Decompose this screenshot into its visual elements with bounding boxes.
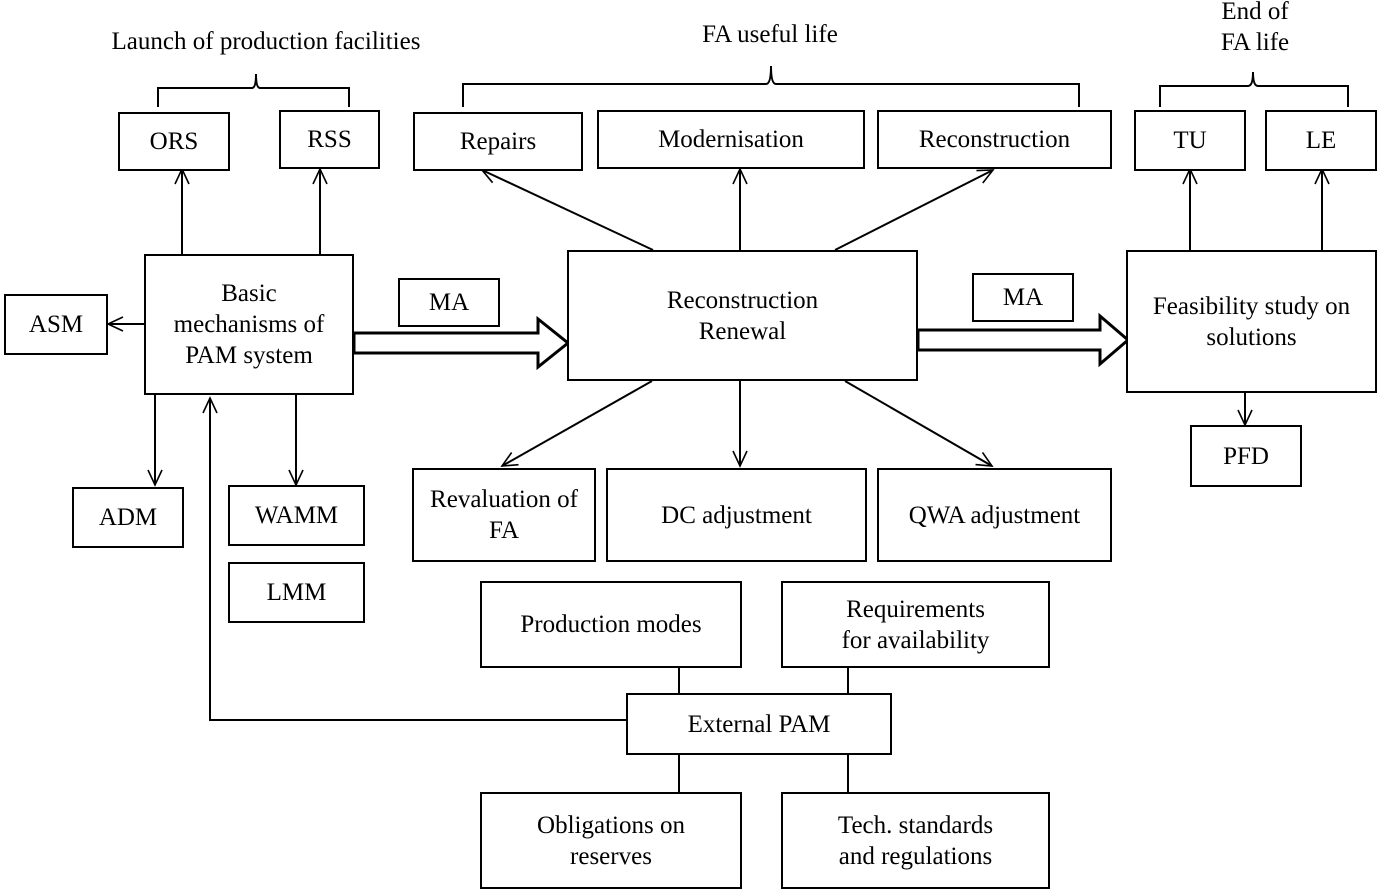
feasibility-study-box: Feasibility study on solutions	[1126, 250, 1377, 393]
repairs-box: Repairs	[413, 112, 583, 171]
reconstruction-renewal-box: Reconstruction Renewal	[567, 250, 918, 381]
arrow-renewal-revaluation	[500, 380, 653, 467]
hollow-arrow-basic-renewal	[352, 315, 571, 371]
le-box: LE	[1265, 110, 1377, 171]
arrow-renewal-reconstruction	[834, 169, 995, 251]
hollow-arrow-renewal-feasibility	[916, 312, 1131, 368]
arrow-renewal-qwa	[844, 380, 994, 467]
requirements-box: Requirements for availability	[781, 581, 1050, 668]
tu-box: TU	[1134, 110, 1246, 171]
adm-box: ADM	[72, 487, 184, 548]
qwa-adjustment-box: QWA adjustment	[877, 468, 1112, 562]
obligations-box: Obligations on reserves	[480, 792, 742, 889]
ors-box: ORS	[118, 112, 230, 171]
asm-box: ASM	[4, 294, 108, 355]
ma-right-box: MA	[972, 273, 1074, 322]
rss-box: RSS	[279, 110, 380, 169]
arrow-renewal-repairs	[480, 169, 654, 251]
pfd-box: PFD	[1190, 425, 1302, 487]
tech-standards-box: Tech. standards and regulations	[781, 792, 1050, 889]
lmm-box: LMM	[228, 562, 365, 623]
revaluation-box: Revaluation of FA	[412, 468, 596, 562]
external-pam-box: External PAM	[626, 693, 892, 755]
dc-adjustment-box: DC adjustment	[606, 468, 867, 562]
useful-life-group-label: FA useful life	[702, 21, 838, 48]
launch-group-label: Launch of production facilities	[111, 28, 421, 55]
modernisation-box: Modernisation	[597, 110, 865, 169]
reconstruction-box: Reconstruction	[877, 110, 1112, 169]
launch-brace	[157, 73, 350, 107]
end-of-life-group-label: End of FA life	[1220, 0, 1290, 56]
end-of-life-brace	[1159, 71, 1349, 107]
arrow-external-basic	[202, 396, 626, 721]
production-modes-box: Production modes	[480, 581, 742, 668]
ma-left-box: MA	[398, 278, 500, 327]
useful-life-brace	[462, 65, 1080, 107]
basic-mechanisms-box: Basic mechanisms of PAM system	[144, 254, 354, 395]
wamm-box: WAMM	[228, 485, 365, 546]
